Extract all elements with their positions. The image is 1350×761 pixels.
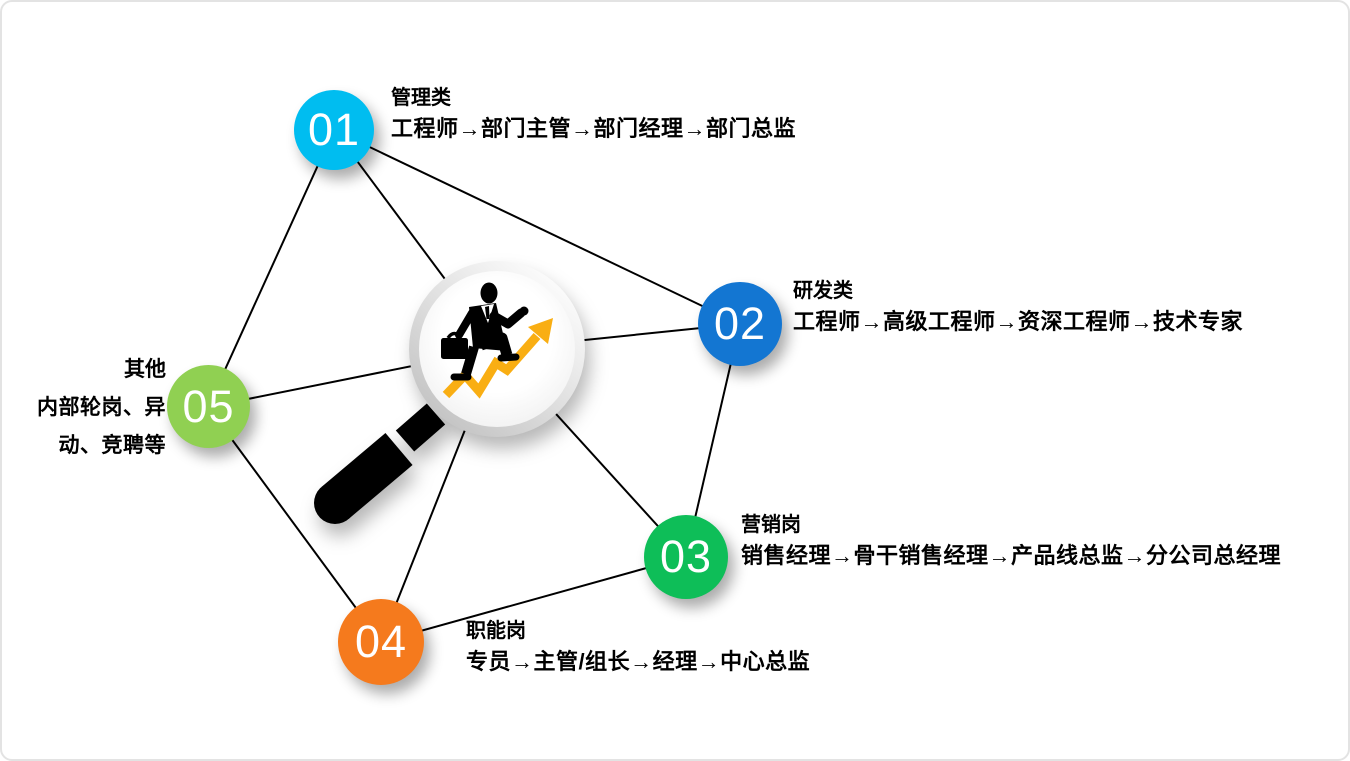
magnifier-handle-icon bbox=[314, 403, 446, 524]
node-03-title: 营销岗 bbox=[741, 514, 801, 536]
node-04-path: 专员→主管/组长→经理→中心总监 bbox=[466, 649, 811, 674]
magnifier-graphic bbox=[314, 261, 585, 524]
node-04-title: 职能岗 bbox=[466, 620, 526, 642]
node-05-badge: 05 bbox=[167, 365, 250, 448]
connector-01-02 bbox=[333, 129, 741, 325]
node-05-label: 其他 内部轮岗、异 动、竞聘等 bbox=[16, 355, 166, 465]
node-05-title: 其他 bbox=[124, 358, 166, 381]
node-02-badge: 02 bbox=[698, 282, 782, 366]
connector-04-05 bbox=[207, 406, 382, 643]
node-02-title: 研发类 bbox=[793, 280, 853, 302]
node-02-label: 研发类 工程师→高级工程师→资深工程师→技术专家 bbox=[793, 279, 1243, 335]
node-01-title: 管理类 bbox=[391, 87, 451, 109]
growth-arrow-head bbox=[528, 318, 553, 344]
magnifier-handle-end bbox=[314, 482, 356, 524]
node-05-path: 内部轮岗、异 动、竞聘等 bbox=[37, 396, 166, 457]
node-04-badge: 04 bbox=[338, 599, 424, 685]
node-03-path: 销售经理→骨干销售经理→产品线总监→分公司总经理 bbox=[741, 543, 1282, 568]
node-01-path: 工程师→部门主管→部门经理→部门总监 bbox=[391, 116, 797, 141]
connector-05-01 bbox=[207, 129, 335, 408]
node-04-label: 职能岗 专员→主管/组长→经理→中心总监 bbox=[466, 619, 810, 675]
connector-03-04 bbox=[380, 556, 687, 643]
node-03-badge: 03 bbox=[644, 515, 728, 599]
node-03-label: 营销岗 销售经理→骨干销售经理→产品线总监→分公司总经理 bbox=[741, 513, 1281, 569]
node-01-badge: 01 bbox=[294, 90, 374, 170]
magnifier-handle-segment bbox=[395, 403, 446, 452]
node-01-label: 管理类 工程师→部门主管→部门经理→部门总监 bbox=[391, 86, 796, 142]
businessman-icon bbox=[441, 282, 529, 381]
node-02-path: 工程师→高级工程师→资深工程师→技术专家 bbox=[793, 309, 1244, 334]
